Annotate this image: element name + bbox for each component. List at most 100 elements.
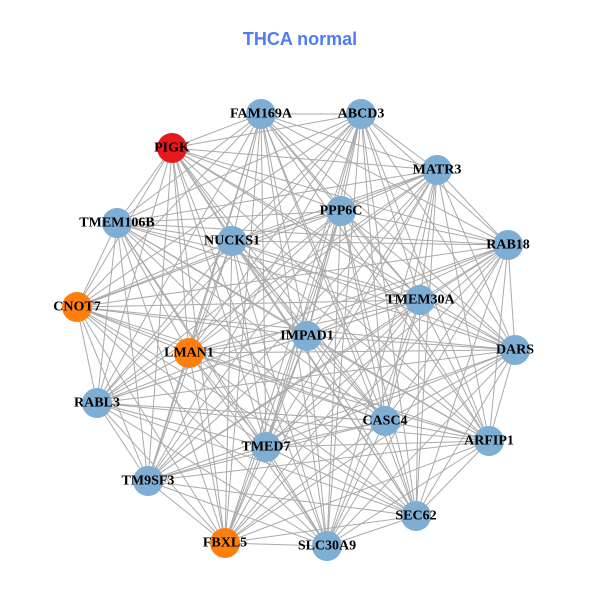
edge-matr3-impad1	[306, 169, 438, 337]
node-circle	[157, 133, 187, 163]
node-label: CASC4	[362, 414, 407, 429]
edge-matr3-tmem30a	[419, 169, 438, 301]
edge-dars-fbxl5	[224, 349, 516, 544]
edge-tm9sf3-fbxl5	[147, 480, 226, 544]
edge-cnot7-impad1	[76, 306, 308, 337]
node-fbxl5: FBXL5	[203, 528, 247, 558]
node-tm9sf3: TM9SF3	[122, 466, 174, 496]
node-tmem106b: TMEM106B	[79, 208, 155, 238]
edge-impad1-slc30a9	[306, 335, 328, 547]
edge-ppp6c-casc4	[340, 210, 386, 422]
node-nucks1: NUCKS1	[204, 226, 260, 256]
edge-tmem30a-casc4	[384, 299, 421, 422]
edge-abcd3-impad1	[306, 113, 362, 337]
edge-tmem106b-fbxl5	[116, 222, 226, 544]
edge-arfip1-fbxl5	[224, 440, 490, 544]
node-label: TMED7	[242, 440, 291, 455]
edge-rabl3-arfip1	[96, 402, 490, 442]
node-fam169a: FAM169A	[230, 99, 293, 129]
edge-nucks1-rabl3	[96, 240, 233, 404]
edge-tmem106b-casc4	[116, 222, 386, 422]
edge-nucks1-sec62	[231, 240, 417, 517]
edge-cnot7-lman1	[76, 306, 190, 354]
node-label: LMAN1	[164, 346, 214, 361]
edge-fam169a-tm9sf3	[147, 113, 262, 482]
edge-cnot7-fbxl5	[76, 306, 226, 544]
edge-tmem30a-tmed7	[265, 299, 421, 448]
edge-rab18-casc4	[384, 244, 509, 422]
node-tmed7: TMED7	[242, 432, 291, 462]
node-label: FBXL5	[203, 536, 247, 551]
edge-arfip1-slc30a9	[326, 440, 490, 547]
edge-fbxl5-slc30a9	[224, 542, 328, 547]
edge-abcd3-cnot7	[76, 113, 362, 308]
node-label: RABL3	[74, 396, 120, 411]
edge-tmem106b-lman1	[116, 222, 190, 354]
edge-fam169a-cnot7	[76, 113, 262, 308]
node-circle	[370, 406, 400, 436]
edge-impad1-dars	[306, 335, 516, 351]
edge-lman1-rabl3	[96, 352, 190, 404]
node-circle	[422, 155, 452, 185]
edge-tm9sf3-slc30a9	[147, 480, 328, 547]
node-sec62: SEC62	[395, 501, 437, 531]
node-dars: DARS	[496, 335, 534, 365]
edge-abcd3-slc30a9	[326, 113, 362, 547]
edge-tm9sf3-sec62	[147, 480, 417, 517]
edge-fam169a-rabl3	[96, 113, 262, 404]
edge-ppp6c-slc30a9	[326, 210, 342, 547]
edge-dars-slc30a9	[326, 349, 516, 547]
edge-rab18-lman1	[188, 244, 509, 354]
edge-matr3-ppp6c	[340, 169, 438, 212]
node-circle	[82, 388, 112, 418]
edge-sec62-fbxl5	[224, 515, 417, 544]
edge-matr3-rab18	[436, 169, 509, 246]
edge-matr3-fbxl5	[224, 169, 438, 544]
node-label: MATR3	[413, 163, 462, 178]
edge-fam169a-impad1	[260, 113, 308, 337]
edge-tmem106b-tm9sf3	[116, 222, 149, 482]
node-circle	[500, 335, 530, 365]
node-label: SEC62	[395, 509, 436, 524]
edge-tmem30a-dars	[419, 299, 516, 351]
edge-ppp6c-cnot7	[76, 210, 342, 308]
edge-rab18-cnot7	[76, 244, 509, 308]
node-circle	[312, 531, 342, 561]
edge-rab18-dars	[507, 244, 516, 351]
edge-rab18-tmed7	[265, 244, 509, 448]
edge-cnot7-rabl3	[76, 306, 98, 404]
edge-nucks1-lman1	[188, 240, 233, 354]
edge-matr3-arfip1	[436, 169, 490, 442]
node-ppp6c: PPP6C	[320, 196, 362, 226]
edge-casc4-fbxl5	[224, 420, 386, 544]
edge-cnot7-tm9sf3	[76, 306, 149, 482]
edge-rab18-impad1	[306, 244, 509, 337]
edge-casc4-sec62	[384, 420, 417, 517]
edge-tmem106b-rab18	[116, 222, 509, 246]
node-circle	[292, 321, 322, 351]
node-lman1: LMAN1	[164, 338, 214, 368]
node-label: IMPAD1	[280, 329, 333, 344]
edge-matr3-tmed7	[265, 169, 438, 448]
node-slc30a9: SLC30A9	[298, 531, 356, 561]
node-label: PIGK	[154, 141, 190, 156]
edge-cnot7-tmem30a	[76, 299, 421, 308]
node-circle	[326, 196, 356, 226]
edge-fam169a-matr3	[260, 113, 438, 171]
edge-pigk-tmem106b	[116, 147, 173, 224]
node-circle	[246, 99, 276, 129]
edge-pigk-casc4	[171, 147, 386, 422]
edge-pigk-tm9sf3	[147, 147, 173, 482]
node-circle	[346, 99, 376, 129]
edge-lman1-casc4	[188, 352, 386, 422]
edge-fam169a-rab18	[260, 113, 509, 246]
edge-impad1-lman1	[188, 335, 308, 354]
node-label: ARFIP1	[464, 434, 514, 449]
node-arfip1: ARFIP1	[464, 426, 514, 456]
edge-impad1-tm9sf3	[147, 335, 308, 482]
node-casc4: CASC4	[362, 406, 408, 436]
edge-lman1-sec62	[188, 352, 417, 517]
edge-tmed7-tm9sf3	[147, 446, 267, 482]
edge-abcd3-matr3	[360, 113, 438, 171]
